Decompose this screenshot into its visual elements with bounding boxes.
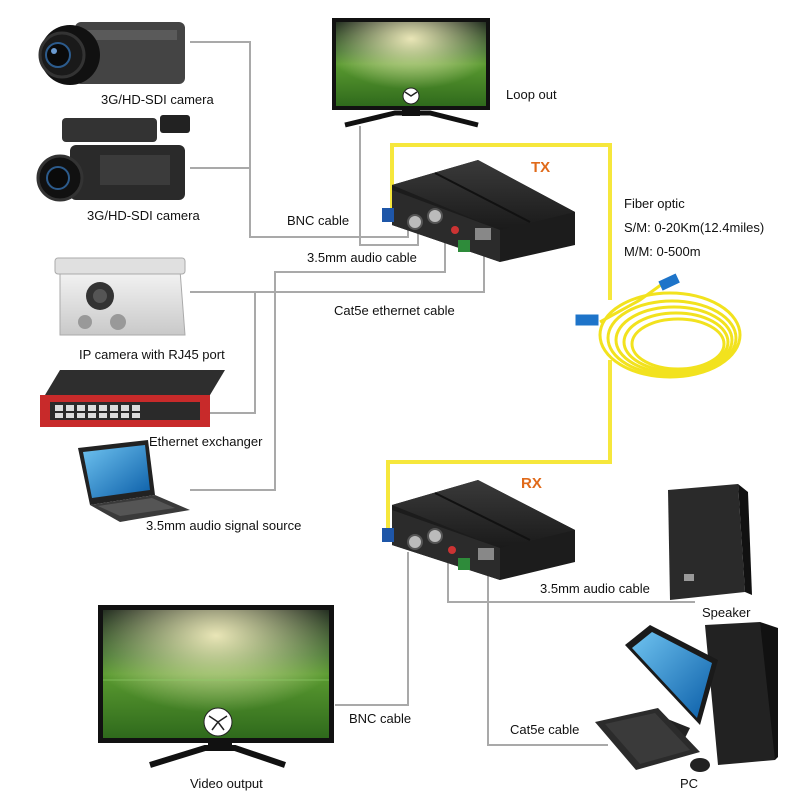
speaker-icon: [668, 484, 752, 600]
ip-camera-label: IP camera with RJ45 port: [79, 347, 225, 362]
laptop-icon: [78, 440, 190, 522]
cat5e-cable-top-label: Cat5e ethernet cable: [334, 303, 455, 318]
audio-cable-bottom-label: 3.5mm audio cable: [540, 581, 650, 596]
ethernet-switch-icon: [40, 370, 225, 427]
fiber-optic-label: Fiber optic: [624, 196, 685, 211]
ethernet-exchanger-label: Ethernet exchanger: [149, 434, 263, 449]
bnc-cable-bottom-label: BNC cable: [349, 711, 411, 726]
fiber-tx: [390, 143, 612, 300]
audio-source-label: 3.5mm audio signal source: [146, 518, 301, 533]
bnc-cable-loop: [359, 126, 419, 246]
fiber-sm-label: S/M: 0-20Km(12.4miles): [624, 220, 764, 235]
pc-icon: [595, 622, 778, 772]
loop-out-label: Loop out: [506, 87, 557, 102]
audio-cable-top: [190, 232, 446, 491]
camera1-icon: [38, 22, 185, 85]
pc-label: PC: [680, 776, 698, 791]
camera2-icon: [36, 115, 190, 202]
ip-camera-icon: [54, 257, 186, 336]
bnc-cable-bottom: [335, 552, 409, 706]
text-labels: 3G/HD-SDI camera 3G/HD-SDI camera Loop o…: [79, 87, 764, 791]
tx-label: TX: [531, 159, 550, 176]
camera2-label: 3G/HD-SDI camera: [87, 208, 200, 223]
video-output-label: Video output: [190, 776, 263, 791]
rx-label: RX: [521, 475, 542, 492]
speaker-label: Speaker: [702, 605, 751, 620]
audio-cable-bottom: [447, 555, 695, 603]
cat5e-cable-top: [190, 240, 485, 293]
cat5e-cable-bottom: [487, 560, 608, 746]
audio-cable-top-label: 3.5mm audio cable: [307, 250, 417, 265]
rx-device-icon: [382, 480, 575, 580]
tx-device-icon: [382, 160, 575, 262]
video-output-tv-icon: [98, 605, 334, 768]
fiber-lines: [386, 143, 612, 530]
loop-out-monitor-icon: [332, 18, 490, 128]
camera1-label: 3G/HD-SDI camera: [101, 92, 214, 107]
bnc-cable-top-label: BNC cable: [287, 213, 349, 228]
unit-labels: TX RX: [521, 159, 550, 492]
cat5e-cable-bottom-label: Cat5e cable: [510, 722, 579, 737]
fiber-rx: [386, 360, 612, 530]
bnc-cable-camera1: [190, 41, 409, 238]
fiber-mm-label: M/M: 0-500m: [624, 244, 701, 259]
fiber-coil-icon: [575, 273, 742, 379]
cable-lines: [190, 41, 695, 746]
cable-ip-switch: [210, 292, 256, 414]
